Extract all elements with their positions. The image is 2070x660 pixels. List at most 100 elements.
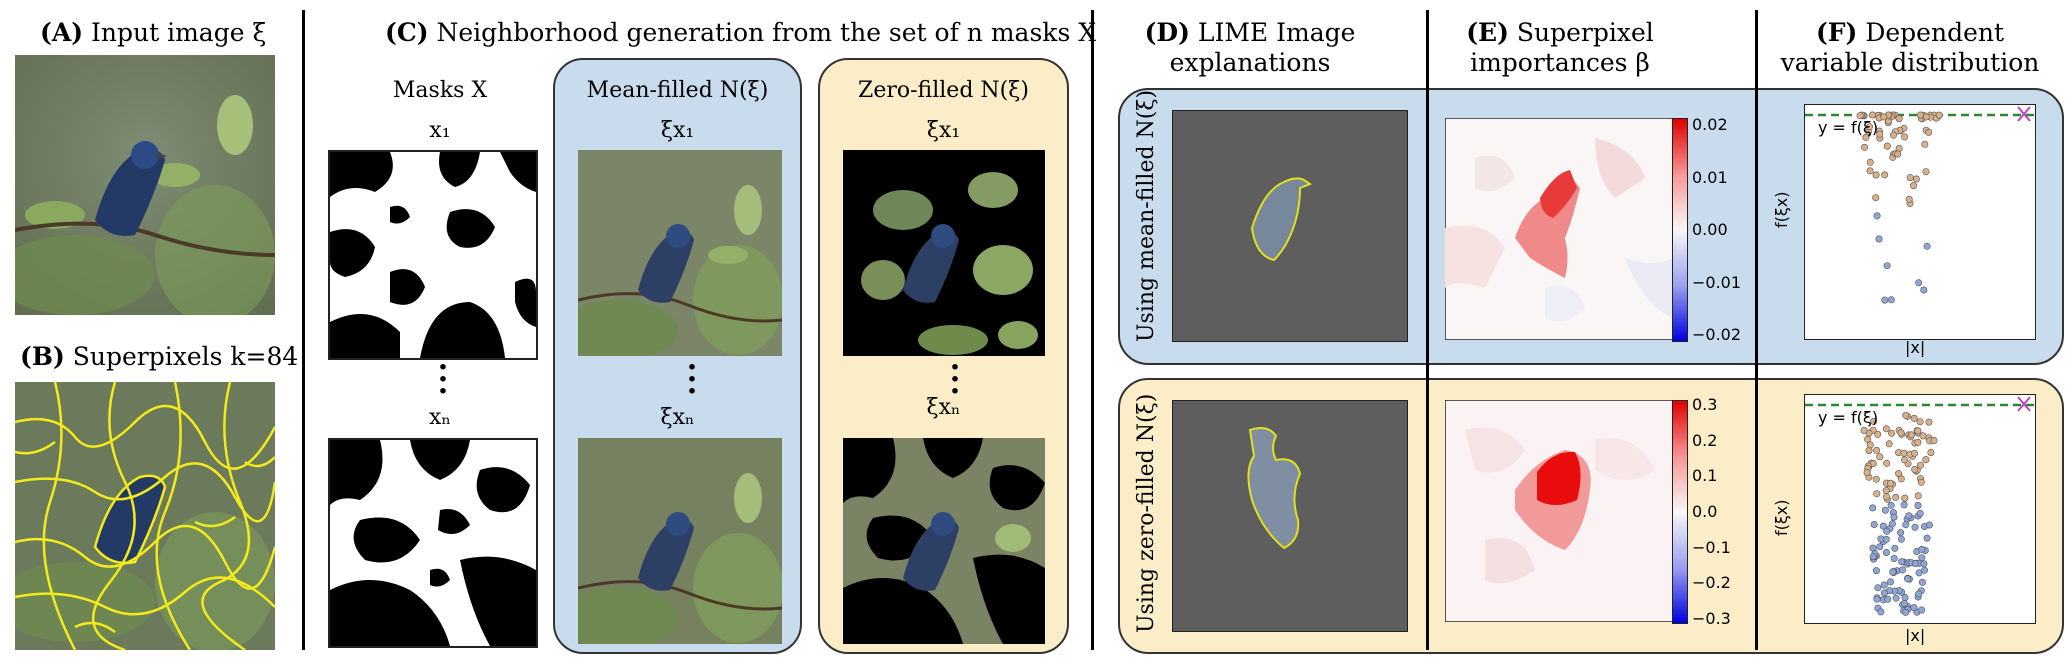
scatter-point <box>1911 466 1919 474</box>
colorbar-tick: −0.2 <box>1692 573 1731 593</box>
panel-c-title: (C) Neighborhood generation from the set… <box>385 18 1097 47</box>
scatter-point <box>1876 453 1884 461</box>
scatter-point <box>1884 595 1892 603</box>
colorbar-tick: 0.0 <box>1692 502 1718 521</box>
scatter-point <box>1910 414 1918 422</box>
scatter-plot-zero <box>1804 394 2036 624</box>
scatter-mean-y-label: f(ξx) <box>1772 191 1791 228</box>
colorbar-tick: 0.02 <box>1692 115 1728 134</box>
scatter-point <box>1866 167 1874 175</box>
scatter-point <box>1874 430 1882 438</box>
scatter-point <box>1887 501 1895 509</box>
scatter-point <box>1911 560 1919 568</box>
scatter-point <box>1902 608 1910 616</box>
scatter-point <box>1935 111 1943 119</box>
panel-b-title: (B) Superpixels k=84 <box>20 342 299 371</box>
colorbar-tick: 0.01 <box>1692 167 1728 187</box>
scatter-point <box>1910 604 1918 612</box>
scatter-point <box>1880 581 1888 589</box>
scatter-point <box>1872 171 1880 179</box>
scatter-point <box>1918 545 1926 553</box>
scatter-point <box>1916 418 1924 426</box>
scatter-point <box>1881 506 1889 514</box>
scatter-point <box>1883 459 1891 467</box>
superpixel-image <box>15 382 275 650</box>
scatter-point <box>1930 436 1938 444</box>
scatter-point <box>1898 558 1906 566</box>
colorbar-tick: −0.3 <box>1692 609 1731 628</box>
scatter-point <box>1883 262 1891 270</box>
mask-x1-label: x₁ <box>429 118 451 143</box>
scatter-point <box>1882 549 1890 557</box>
colorbar-tick: −0.1 <box>1692 537 1731 557</box>
scatter-point <box>1865 447 1873 455</box>
scatter-point <box>1905 512 1913 520</box>
importance-map-mean <box>1445 118 1673 340</box>
scatter-point <box>1883 142 1891 150</box>
scatter-point <box>1910 182 1918 190</box>
scatter-point <box>1892 594 1900 602</box>
mean-filled-header: Mean-filled N(ξ) <box>586 78 769 103</box>
scatter-point <box>1927 448 1935 456</box>
scatter-point <box>1879 522 1887 530</box>
scatter-zero-line-label: y = f(ξ) <box>1818 408 1879 427</box>
scatter-point <box>1918 554 1926 562</box>
scatter-point <box>1887 296 1895 304</box>
scatter-point <box>1891 544 1899 552</box>
scatter-point <box>1911 449 1919 457</box>
scatter-point <box>1900 449 1908 457</box>
colorbar-tick: −0.02 <box>1692 325 1742 344</box>
scatter-point <box>1887 578 1895 586</box>
scatter-point <box>1895 470 1903 478</box>
scatter-point <box>1860 426 1868 434</box>
separator-right <box>1091 10 1094 650</box>
scatter-point <box>1923 242 1931 250</box>
scatter-zero-y-label: f(ξx) <box>1772 499 1791 536</box>
scatter-plot-mean <box>1804 104 2036 340</box>
lime-explanation-zero <box>1172 400 1408 632</box>
zero-filled-header: Zero-filled N(ξ) <box>858 78 1029 103</box>
scatter-point <box>1923 534 1931 542</box>
scatter-point <box>1914 502 1922 510</box>
scatter-point <box>1897 535 1905 543</box>
scatter-point <box>1906 174 1914 182</box>
scatter-point <box>1881 296 1889 304</box>
scatter-point <box>1873 212 1881 220</box>
colorbar-tick: 0.00 <box>1692 220 1728 239</box>
scatter-point <box>1921 566 1929 574</box>
scatter-point <box>1888 429 1896 437</box>
scatter-point <box>1889 568 1897 576</box>
colorbar-tick: 0.3 <box>1692 395 1718 414</box>
separator-e-f <box>1755 10 1758 650</box>
scatter-point <box>1925 418 1933 426</box>
mask-xn-image <box>328 438 538 648</box>
scatter-point <box>1865 123 1873 131</box>
scatter-point <box>1866 158 1874 166</box>
scatter-point <box>1925 521 1933 529</box>
scatter-point <box>1870 521 1878 529</box>
row-label-mean: Using mean-filled N(ξ) <box>1134 89 1159 342</box>
scatter-point <box>1905 195 1913 203</box>
scatter-point <box>1890 555 1898 563</box>
scatter-point <box>1869 553 1877 561</box>
scatter-point <box>1900 501 1908 509</box>
scatter-mean-x-label: |x| <box>1905 338 1926 357</box>
scatter-point <box>1917 111 1925 119</box>
masks-header: Masks X <box>392 78 488 103</box>
scatter-point <box>1921 140 1929 148</box>
colorbar-mean <box>1672 118 1688 342</box>
scatter-point <box>1904 575 1912 583</box>
scatter-point <box>1916 510 1924 518</box>
zero-x1-label: ξx₁ <box>926 118 961 143</box>
scatter-point <box>1890 513 1898 521</box>
scatter-point <box>1882 487 1890 495</box>
masks-ellipsis: ··· <box>437 350 449 409</box>
scatter-point <box>1882 535 1890 543</box>
scatter-point <box>1876 130 1884 138</box>
separator-left <box>302 10 305 650</box>
scatter-point <box>1870 417 1878 425</box>
separator-d-e <box>1426 10 1429 650</box>
scatter-point <box>1862 133 1870 141</box>
